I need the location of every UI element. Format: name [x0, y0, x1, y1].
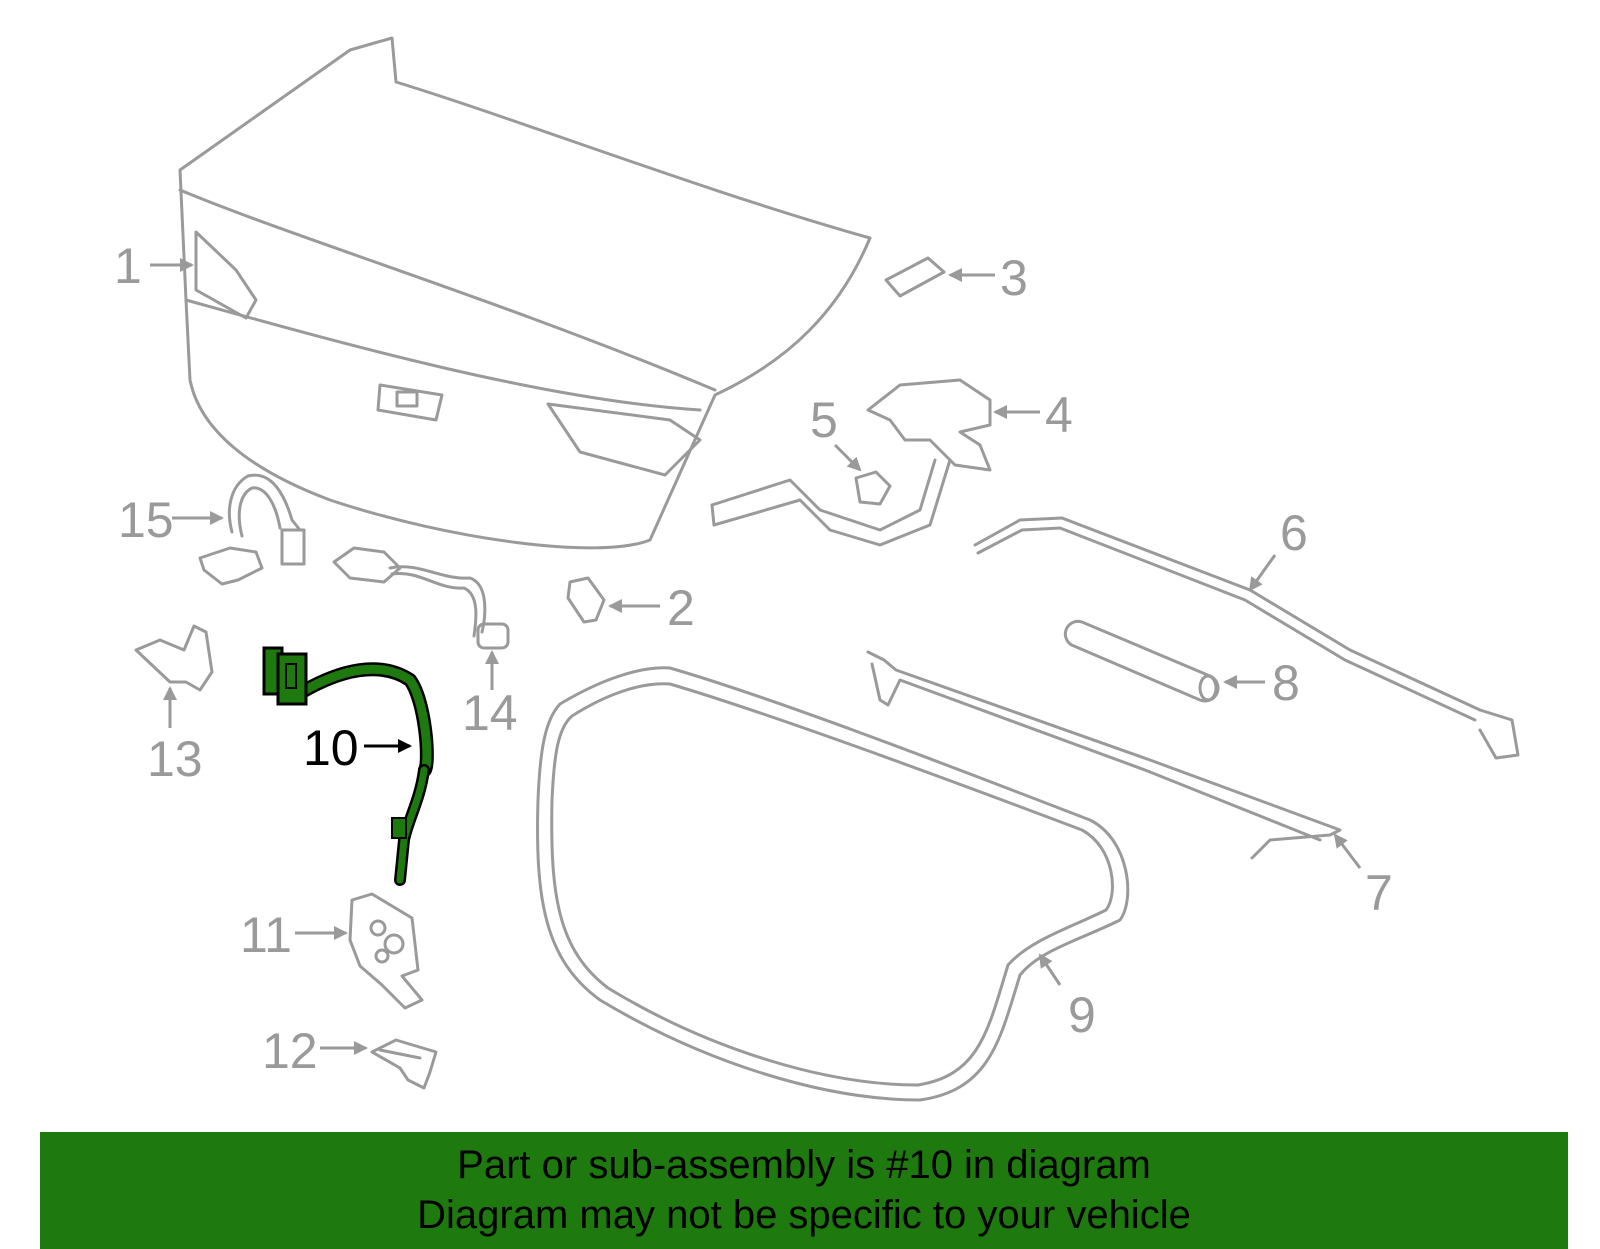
part-8-strut[interactable] — [1063, 619, 1220, 703]
callout-5: 5 — [810, 392, 838, 448]
part-1-trunk-lid[interactable] — [178, 36, 872, 550]
callout-2: 2 — [667, 580, 695, 636]
callout-8: 8 — [1272, 655, 1300, 711]
part-4-hinge[interactable] — [710, 378, 992, 547]
part-15-harness[interactable] — [198, 473, 306, 586]
leader-6 — [1248, 554, 1277, 592]
info-banner: Part or sub-assembly is #10 in diagram D… — [40, 1132, 1568, 1249]
callout-4: 4 — [1045, 387, 1073, 443]
callout-9: 9 — [1068, 987, 1096, 1043]
banner-line-2: Diagram may not be specific to your vehi… — [417, 1193, 1191, 1237]
part-12-switch[interactable] — [370, 1038, 438, 1090]
callout-14: 14 — [462, 685, 518, 741]
part-9-weatherstrip[interactable] — [536, 666, 1130, 1102]
part-13-bracket[interactable] — [134, 624, 214, 692]
banner-line-1: Part or sub-assembly is #10 in diagram — [457, 1143, 1151, 1187]
leader-7 — [1333, 833, 1362, 869]
part-3-pad[interactable] — [884, 256, 946, 298]
part-11-latch[interactable] — [348, 892, 424, 1010]
part-6-torsion-bar[interactable] — [973, 516, 1520, 760]
part-2-plug[interactable] — [566, 576, 606, 624]
callout-13: 13 — [147, 731, 203, 787]
part-10-cable-highlighted[interactable] — [262, 646, 434, 886]
callout-11: 11 — [240, 907, 292, 963]
callout-12: 12 — [262, 1023, 318, 1079]
leader-5 — [833, 443, 862, 472]
part-14-harness[interactable] — [332, 546, 510, 650]
callout-1: 1 — [114, 238, 142, 294]
callout-3: 3 — [1000, 250, 1028, 306]
part-5-bumper[interactable] — [854, 470, 892, 506]
callout-7: 7 — [1365, 865, 1393, 921]
callout-10: 10 — [303, 720, 359, 776]
callout-6: 6 — [1280, 505, 1308, 561]
part-7-torsion-bar[interactable] — [866, 650, 1342, 860]
leader-9 — [1038, 953, 1062, 986]
callout-15: 15 — [118, 492, 174, 548]
